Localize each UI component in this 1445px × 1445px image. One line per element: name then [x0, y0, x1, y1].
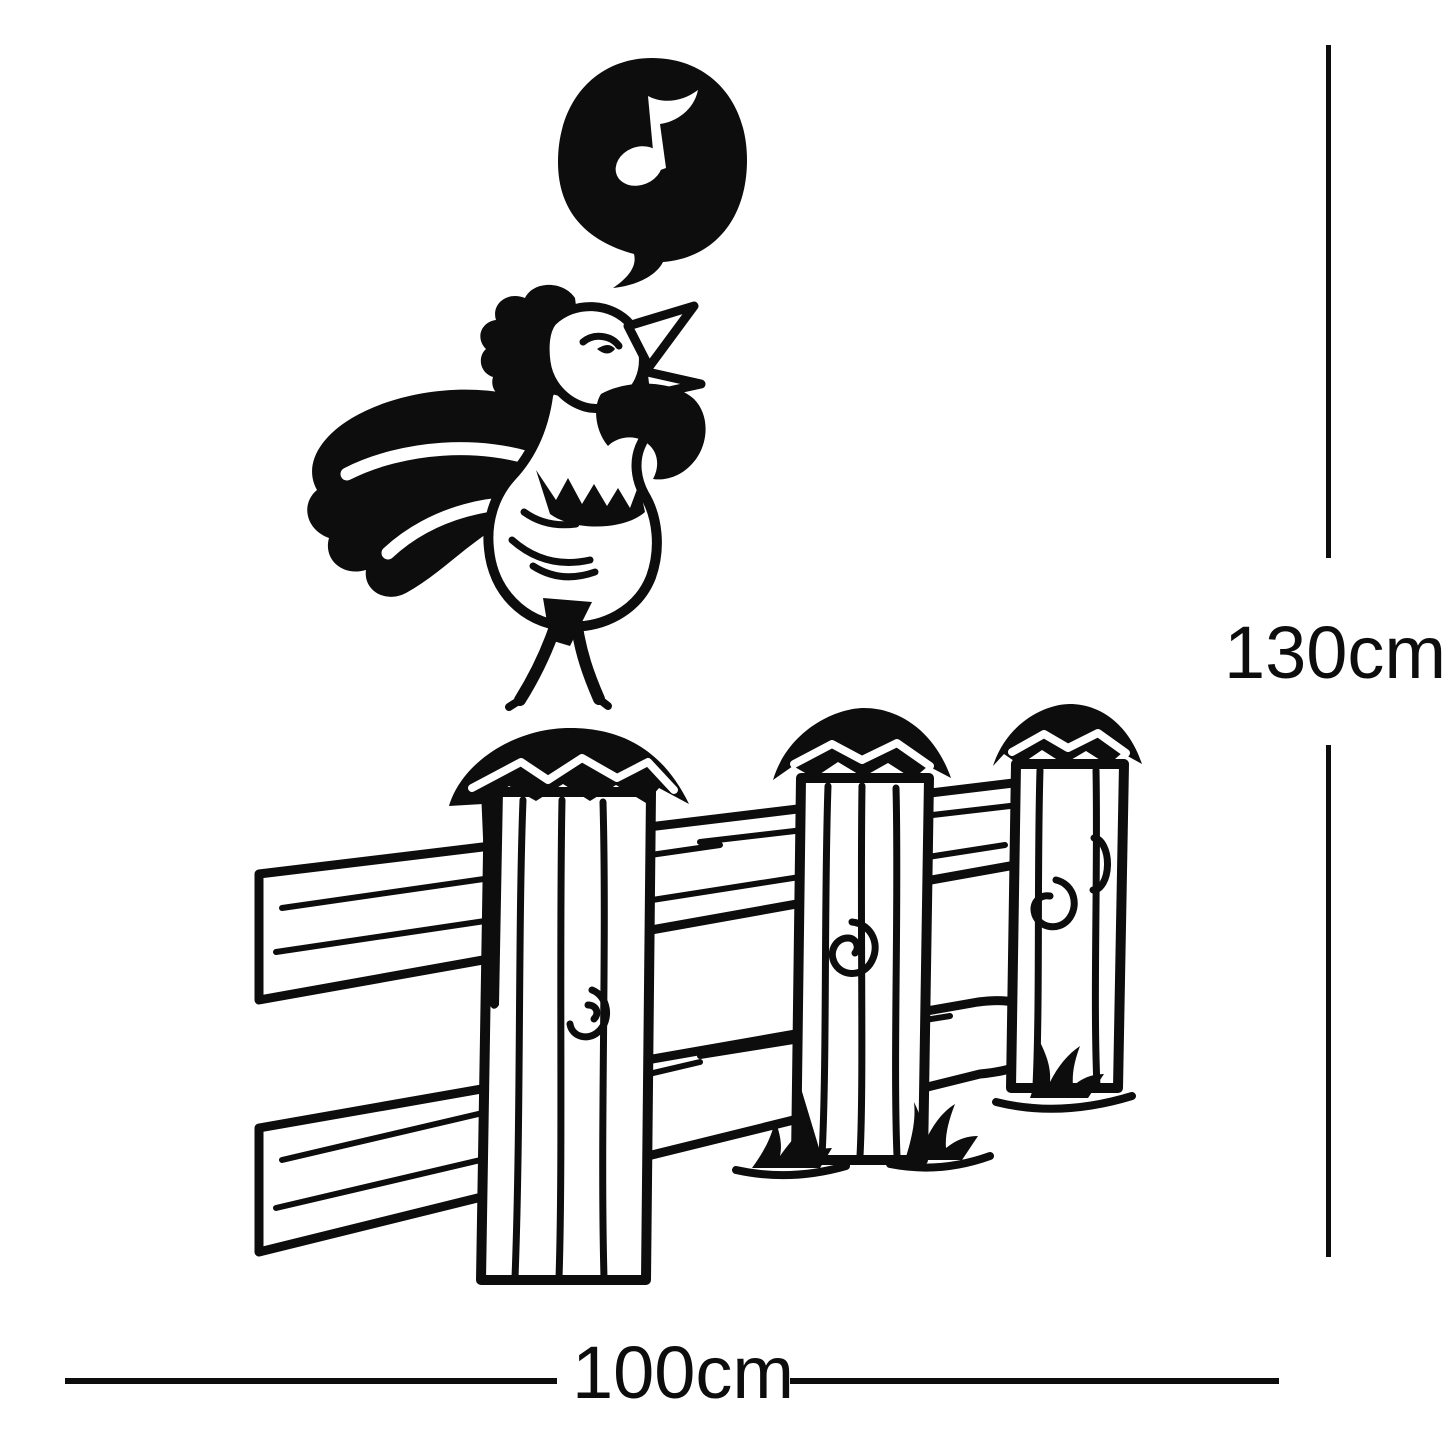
- height-dimension-label: 130cm: [1223, 611, 1445, 694]
- rooster: [307, 284, 706, 711]
- width-dimension-line-right: [790, 1378, 1279, 1384]
- rooster-pupil: [597, 345, 615, 354]
- post-knot: [584, 1001, 601, 1023]
- height-dimension-line-top: [1326, 45, 1331, 558]
- post-knot: [1030, 876, 1078, 931]
- fence: [254, 704, 1142, 1285]
- post-knot: [1089, 834, 1111, 894]
- chest-feather-line: [508, 536, 594, 566]
- post-knot: [828, 918, 879, 977]
- grass-tufts: [732, 1042, 1136, 1180]
- fence-post-middle: [773, 708, 951, 1165]
- fence-post-far: [993, 704, 1142, 1093]
- chest-feather-line: [529, 562, 599, 581]
- width-dimension-label: 100cm: [571, 1331, 795, 1414]
- rooster-eye: [579, 332, 623, 350]
- rooster-wattle: [596, 383, 706, 480]
- post-shadow: [800, 1085, 822, 1158]
- post-cap: [993, 704, 1142, 766]
- rooster-tail: [307, 389, 570, 597]
- rooster-leg: [514, 612, 564, 706]
- rooster-foot: [505, 696, 524, 711]
- post-cap-highlight: [790, 739, 934, 770]
- post-cap-highlight: [468, 754, 678, 794]
- width-dimension-line-left: [65, 1378, 557, 1384]
- beak-upper: [623, 301, 699, 372]
- post-cap: [773, 708, 951, 780]
- cap-drip: [481, 790, 503, 1009]
- rooster-ruff: [536, 470, 645, 527]
- music-note-icon: [615, 90, 698, 186]
- post-knot: [566, 986, 610, 1041]
- chest-feather-line: [520, 508, 580, 529]
- rooster-leg: [570, 614, 605, 705]
- height-dimension-line-bottom: [1326, 745, 1331, 1257]
- speech-bubble-icon: [558, 58, 747, 288]
- post-cap-highlight: [1008, 729, 1130, 757]
- rooster-foot: [595, 695, 612, 710]
- tail-feather-gap: [340, 442, 547, 481]
- fence-post-front: [449, 728, 689, 1285]
